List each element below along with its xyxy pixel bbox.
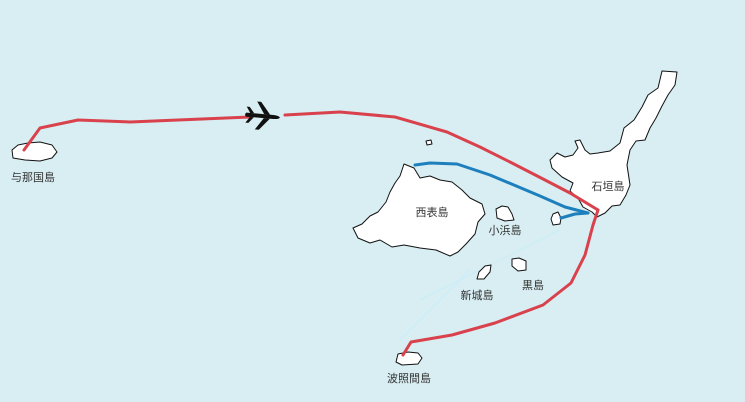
label-kuroshima: 黒島 bbox=[522, 278, 544, 292]
ferry-route-taketomi bbox=[559, 211, 590, 220]
island-kohama[interactable] bbox=[495, 205, 515, 222]
label-kohama: 小浜島 bbox=[489, 223, 522, 237]
label-hateruma: 波照間島 bbox=[387, 371, 431, 385]
label-aragusuku: 新城島 bbox=[461, 288, 494, 302]
island-taketomi[interactable] bbox=[550, 211, 562, 226]
label-iriomote: 西表島 bbox=[416, 205, 449, 219]
air-route-yonaguni bbox=[22, 115, 252, 152]
island-yonaguni[interactable] bbox=[11, 141, 58, 162]
label-yonaguni: 与那国島 bbox=[11, 170, 55, 184]
island-hateruma[interactable] bbox=[395, 351, 423, 366]
ferry-route-iriomote bbox=[413, 161, 590, 215]
air-route-hateruma bbox=[401, 208, 600, 357]
island-kuroshima[interactable] bbox=[511, 257, 527, 272]
island-aragusuku[interactable] bbox=[476, 264, 492, 280]
island-islet bbox=[425, 139, 433, 146]
island-iriomote[interactable] bbox=[352, 163, 486, 257]
label-ishigaki: 石垣島 bbox=[592, 179, 625, 193]
air-route-yonaguni-east bbox=[283, 110, 600, 212]
island-ishigaki[interactable] bbox=[549, 70, 678, 218]
airplane-icon bbox=[245, 101, 280, 130]
